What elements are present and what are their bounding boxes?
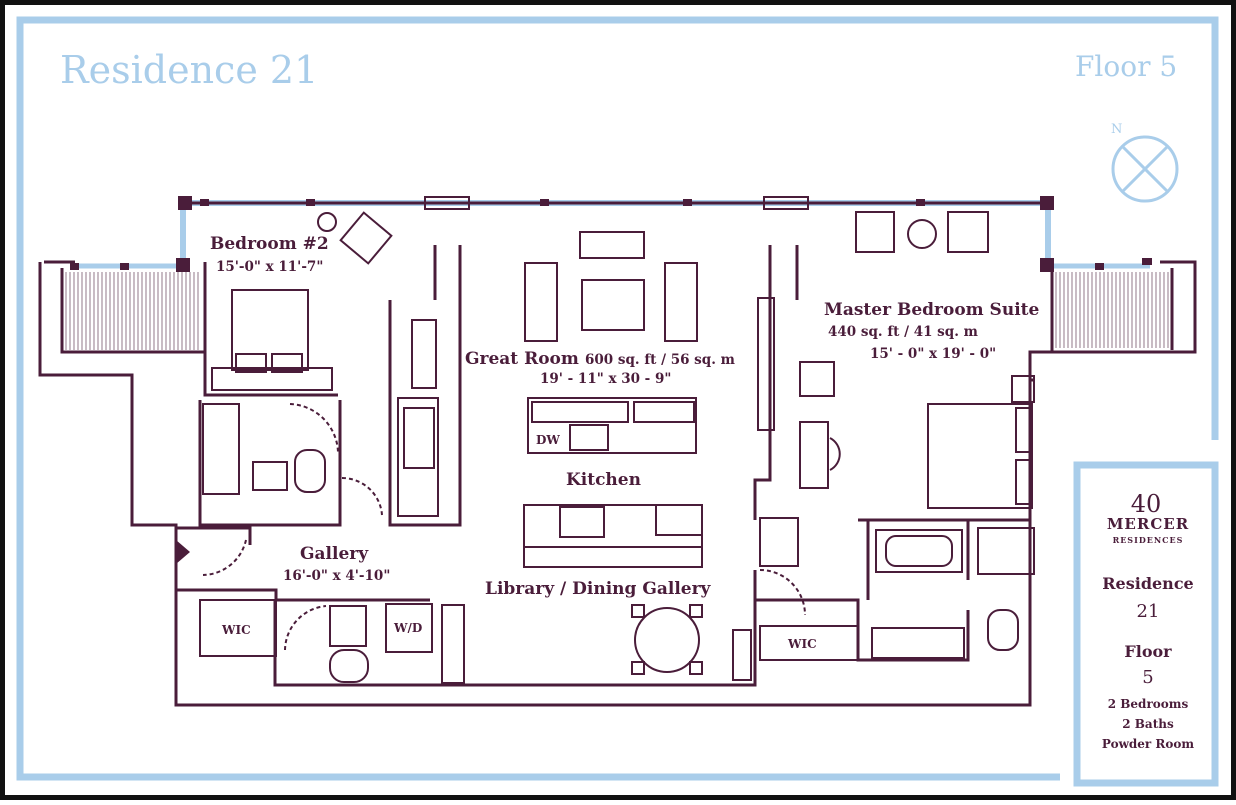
sidebar-legend: 40 MERCER RESIDENCES Residence 21 Floor … — [1102, 490, 1195, 751]
room-area-master: 440 sq. ft / 41 sq. m — [828, 324, 978, 340]
page-title: Residence 21 — [60, 48, 318, 92]
logo-word: MERCER — [1107, 515, 1189, 533]
room-name-kitchen: Kitchen — [566, 470, 641, 490]
wic-label-left: WIC — [221, 623, 251, 637]
room-area-great-room: 600 sq. ft / 56 sq. m — [585, 352, 735, 368]
logo-subtitle: RESIDENCES — [1113, 535, 1184, 545]
entry-arrow-icon — [176, 540, 190, 564]
washer-dryer-label: W/D — [393, 621, 422, 635]
sidebar-floor-label: Floor — [1124, 642, 1172, 661]
sidebar-floor-value: 5 — [1142, 667, 1153, 688]
sidebar-residence-label: Residence — [1102, 574, 1193, 593]
room-name-bedroom2: Bedroom #2 — [210, 234, 329, 254]
room-name-great-room: Great Room — [465, 349, 579, 369]
room-name-library: Library / Dining Gallery — [485, 579, 712, 599]
paper — [5, 5, 1231, 795]
sidebar-powder-room: Powder Room — [1102, 737, 1195, 751]
sidebar-bedrooms: 2 Bedrooms — [1108, 697, 1189, 711]
room-dims-great-room: 19' - 11" x 30 - 9" — [540, 371, 671, 387]
floor-title: Floor 5 — [1075, 50, 1177, 83]
sidebar-baths: 2 Baths — [1122, 717, 1174, 731]
sidebar-residence-value: 21 — [1137, 601, 1160, 622]
furniture — [199, 211, 1035, 684]
north-label: N — [1111, 122, 1122, 137]
wic-label-right: WIC — [787, 637, 817, 651]
room-dims-master: 15' - 0" x 19' - 0" — [870, 346, 996, 362]
window-mullions — [70, 196, 1152, 272]
blue-frame — [16, 16, 1219, 787]
room-name-gallery: Gallery — [300, 544, 369, 564]
terrace-hatch-left — [65, 272, 199, 350]
logo-number: 40 — [1131, 490, 1162, 518]
room-dims-gallery: 16'-0" x 4'-10" — [283, 568, 390, 584]
room-name-master: Master Bedroom Suite — [824, 300, 1040, 320]
room-dims-bedroom2: 15'-0" x 11'-7" — [216, 259, 323, 275]
compass-icon — [1111, 135, 1179, 203]
dishwasher-label: DW — [536, 433, 560, 447]
terrace-hatch-right — [1055, 272, 1169, 348]
